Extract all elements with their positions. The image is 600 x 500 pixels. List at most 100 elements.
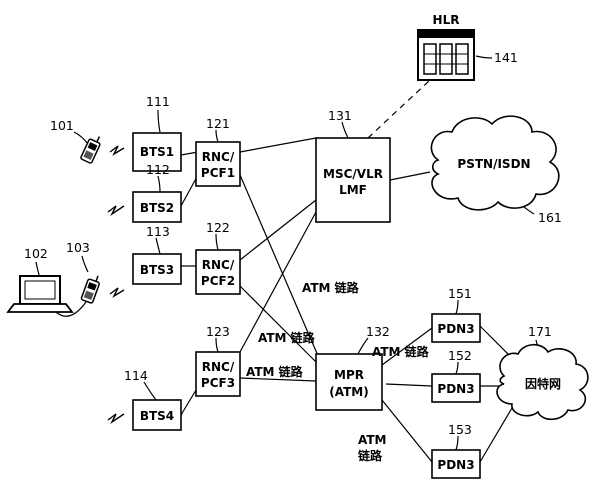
ref-171: 171 (528, 324, 552, 339)
bts4-label: BTS4 (140, 409, 174, 423)
link-rnc2-msc (239, 199, 317, 261)
ref-131: 131 (328, 108, 352, 123)
rnc1-label-line1: RNC/ (202, 150, 235, 164)
leader-153 (455, 435, 459, 451)
ref-114: 114 (124, 368, 148, 383)
pstn-isdn-cloud: PSTN/ISDN (430, 115, 560, 211)
leader-151 (455, 299, 459, 315)
bts4-node: BTS4 (132, 399, 182, 431)
link-bts4-rnc3 (180, 389, 197, 416)
link-msc-pstn (389, 171, 431, 181)
ref-103: 103 (66, 240, 90, 255)
pdn-153-label: PDN3 (437, 458, 474, 472)
pdn-151-label: PDN3 (437, 322, 474, 336)
link-mpr-pdn2 (385, 383, 433, 387)
link-mpr-pdn3 (381, 399, 433, 463)
ref-123: 123 (206, 324, 230, 339)
ref-112: 112 (146, 162, 170, 177)
bts1-label: BTS1 (140, 145, 174, 159)
leader-103 (81, 255, 89, 273)
msc-label-line1: MSC/VLR (323, 167, 383, 181)
bts3-node: BTS3 (132, 253, 182, 285)
ref-153: 153 (448, 422, 472, 437)
hlr-node: HLR (417, 13, 475, 81)
atm-link-label-1: ATM 链路 (302, 280, 360, 295)
mpr-label-line2: (ATM) (329, 385, 368, 399)
atm-link-label-4: ATM 链路 (372, 344, 430, 359)
ref-152: 152 (448, 348, 472, 363)
internet-cloud: 因特网 (496, 343, 589, 421)
leader-123 (215, 337, 219, 353)
ref-132: 132 (366, 324, 390, 339)
msc-vlr-node: MSC/VLR LMF (315, 137, 391, 223)
atm-link-label-5-line2: 链路 (358, 448, 383, 463)
link-rnc3-msc (239, 211, 317, 353)
ref-122: 122 (206, 220, 230, 235)
leader-111 (157, 109, 161, 133)
rnc-pcf3-node: RNC/ PCF3 (195, 351, 241, 397)
link-rnc1-mpr (239, 174, 323, 366)
leader-152 (455, 361, 459, 375)
mpr-node: MPR (ATM) (315, 353, 383, 411)
leader-122 (215, 233, 219, 251)
msc-label-line2: LMF (339, 183, 367, 197)
bts2-label: BTS2 (140, 201, 174, 215)
hlr-label: HLR (433, 13, 460, 27)
wireless-bolt-bts2-icon (107, 205, 125, 217)
rnc-pcf2-node: RNC/ PCF2 (195, 249, 241, 295)
link-bts1-rnc1 (180, 151, 199, 156)
leader-101 (73, 131, 89, 145)
internet-label: 因特网 (525, 376, 561, 391)
bts3-label: BTS3 (140, 263, 174, 277)
link-pdn3-internet (479, 407, 513, 463)
link-rnc2-mpr (239, 285, 323, 369)
link-msc-hlr (367, 79, 431, 139)
ref-121: 121 (206, 116, 230, 131)
laptop-102-icon (6, 275, 87, 317)
link-bts2-rnc1 (180, 174, 199, 207)
link-rnc1-msc (239, 137, 317, 153)
leader-121 (215, 129, 219, 143)
rnc3-label-line2: PCF3 (201, 376, 235, 390)
leader-131 (341, 121, 349, 139)
ref-111: 111 (146, 94, 170, 109)
ref-113: 113 (146, 224, 170, 239)
pdn3-node-152: PDN3 (431, 373, 481, 403)
connections (180, 79, 513, 463)
atm-link-label-2: ATM 链路 (258, 330, 316, 345)
ref-161: 161 (538, 210, 562, 225)
atm-link-label-5-line1: ATM (358, 433, 386, 447)
ref-102: 102 (24, 246, 48, 261)
rnc2-label-line2: PCF2 (201, 274, 235, 288)
rnc3-label-line1: RNC/ (202, 360, 235, 374)
mpr-label-line1: MPR (334, 368, 364, 382)
bts2-node: BTS2 (132, 191, 182, 223)
bts1-node: BTS1 (132, 132, 182, 172)
link-rnc3-mpr (239, 377, 317, 382)
mobile-phone-103-icon (80, 275, 125, 304)
leader-132 (357, 337, 369, 355)
reference-numerals: 101 102 103 111 112 113 114 121 122 123 … (24, 50, 562, 437)
ref-151: 151 (448, 286, 472, 301)
reference-leaders (35, 55, 541, 451)
pdn3-node-151: PDN3 (431, 313, 481, 343)
link-pdn1-internet (479, 325, 513, 359)
ref-141: 141 (494, 50, 518, 65)
atm-link-label-3: ATM 链路 (246, 364, 304, 379)
rnc-pcf1-node: RNC/ PCF1 (195, 141, 241, 187)
ref-101: 101 (50, 118, 74, 133)
wireless-bolt-bts4-icon (107, 413, 125, 425)
leader-141 (475, 55, 493, 59)
rnc2-label-line1: RNC/ (202, 258, 235, 272)
mobile-phone-101-icon (80, 136, 125, 164)
leader-112 (157, 175, 161, 193)
leader-113 (155, 237, 161, 255)
rnc1-label-line2: PCF1 (201, 166, 235, 180)
pdn3-node-153: PDN3 (431, 449, 481, 479)
pdn-152-label: PDN3 (437, 382, 474, 396)
leader-114 (143, 381, 157, 401)
pstn-label: PSTN/ISDN (457, 157, 530, 171)
link-mpr-pdn1 (381, 327, 433, 366)
